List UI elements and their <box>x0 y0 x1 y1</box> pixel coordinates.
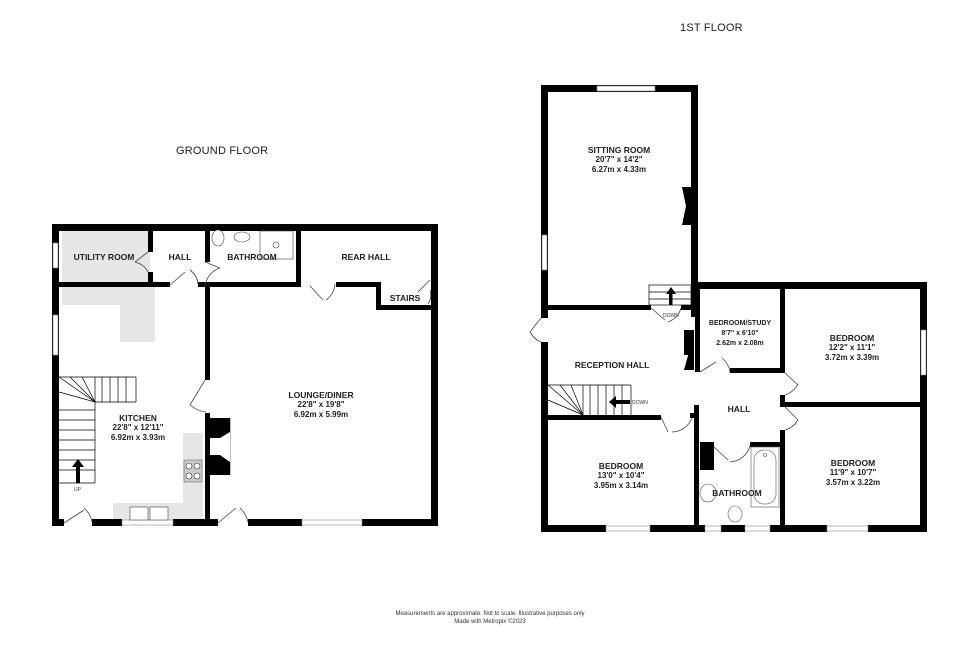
stair-up-label: UP <box>74 487 81 493</box>
room-sitting: SITTING ROOM 20'7" x 14'2" 6.27m x 4.33m <box>588 145 650 175</box>
first-floor-title: 1ST FLOOR <box>680 22 743 34</box>
room-stairs: STAIRS <box>390 293 421 303</box>
first-floor-plan <box>529 85 927 532</box>
reception-chimney <box>684 335 694 370</box>
room-name: UTILITY ROOM <box>73 252 135 262</box>
room-dim-imperial: 20'7" x 14'2" <box>595 155 643 164</box>
kitchen-staircase <box>58 376 137 484</box>
room-rear-hall: REAR HALL <box>341 252 390 262</box>
room-name: LOUNGE/DINER <box>288 390 354 400</box>
room-name: BATHROOM <box>712 488 762 498</box>
room-name: BEDROOM/STUDY <box>708 320 772 327</box>
hob-icon <box>183 459 203 483</box>
room-dim-metric: 6.92m x 5.99m <box>293 410 349 419</box>
room-bathroom-ground: BATHROOM <box>227 252 276 262</box>
ground-floor-title: GROUND FLOOR <box>176 145 269 157</box>
bathroom-fixtures <box>211 229 294 260</box>
room-dim-imperial: 11'9" x 10'7" <box>829 468 877 477</box>
room-name: BEDROOM <box>830 458 876 468</box>
ground-floor-plan <box>52 224 438 526</box>
disclaimer-footer: Measurements are approximate. Not to sca… <box>360 610 620 626</box>
room-lounge-diner: LOUNGE/DINER 22'8" x 19'8" 6.92m x 5.99m <box>288 390 353 420</box>
stair-down-label-reception: DOWN <box>632 400 648 406</box>
sitting-room-chimney <box>682 187 691 225</box>
room-dim-imperial: 22'8" x 19'8" <box>297 400 345 409</box>
room-name: BEDROOM <box>598 461 644 471</box>
up-arrow-icon <box>72 459 84 483</box>
room-dim-imperial: 22'8" x 12'11" <box>112 423 164 432</box>
room-name: BATHROOM <box>227 252 277 262</box>
room-name: RECEPTION HALL <box>574 360 650 370</box>
room-bedroom-study: BEDROOM/STUDY 8'7" x 6'10" 2.62m x 2.08m <box>709 319 771 349</box>
left-arrow-icon <box>609 396 630 408</box>
sink-icon <box>129 506 169 521</box>
room-dim-metric: 3.57m x 3.22m <box>825 478 881 487</box>
room-dim-metric: 6.92m x 3.93m <box>110 433 166 442</box>
room-name: BEDROOM <box>829 333 875 343</box>
room-utility: UTILITY ROOM <box>74 252 135 262</box>
room-bathroom-first: BATHROOM <box>712 488 761 498</box>
room-reception-hall: RECEPTION HALL <box>575 360 650 370</box>
room-dim-metric: 3.72m x 3.39m <box>824 353 880 362</box>
reception-staircase <box>547 384 632 416</box>
room-dim-metric: 6.27m x 4.33m <box>591 165 647 174</box>
room-name: REAR HALL <box>341 252 391 262</box>
first-floor-bath-fixtures <box>699 446 780 523</box>
room-dim-metric: 2.62m x 2.08m <box>716 340 764 347</box>
room-hall-ground: HALL <box>169 252 192 262</box>
room-kitchen: KITCHEN 22'8" x 12'11" 6.92m x 3.93m <box>111 413 165 443</box>
room-dim-imperial: 13'0" x 10'4" <box>597 471 645 480</box>
room-bedroom-3: BEDROOM 11'9" x 10'7" 3.57m x 3.22m <box>826 458 880 488</box>
room-dim-imperial: 8'7" x 6'10" <box>721 330 759 337</box>
room-name: KITCHEN <box>119 413 157 423</box>
room-name: STAIRS <box>389 293 421 303</box>
room-bedroom-2: BEDROOM 13'0" x 10'4" 3.95m x 3.14m <box>594 461 648 491</box>
room-name: HALL <box>168 252 192 262</box>
up-arrow-icon <box>666 287 676 305</box>
room-name: HALL <box>727 404 751 414</box>
stair-down-label-upper: DOWN <box>663 313 679 319</box>
credit-line: Made with Metropix ©2023 <box>454 619 526 625</box>
disclaimer-line: Measurements are approximate. Not to sca… <box>395 611 585 617</box>
chimney-breast <box>210 418 231 475</box>
room-hall-first: HALL <box>728 404 751 414</box>
room-dim-metric: 3.95m x 3.14m <box>593 481 649 490</box>
room-bedroom-1: BEDROOM 12'2" x 11'1" 3.72m x 3.39m <box>825 333 879 363</box>
kitchen-units <box>62 230 203 523</box>
room-name: SITTING ROOM <box>587 145 651 155</box>
room-dim-imperial: 12'2" x 11'1" <box>828 343 876 352</box>
